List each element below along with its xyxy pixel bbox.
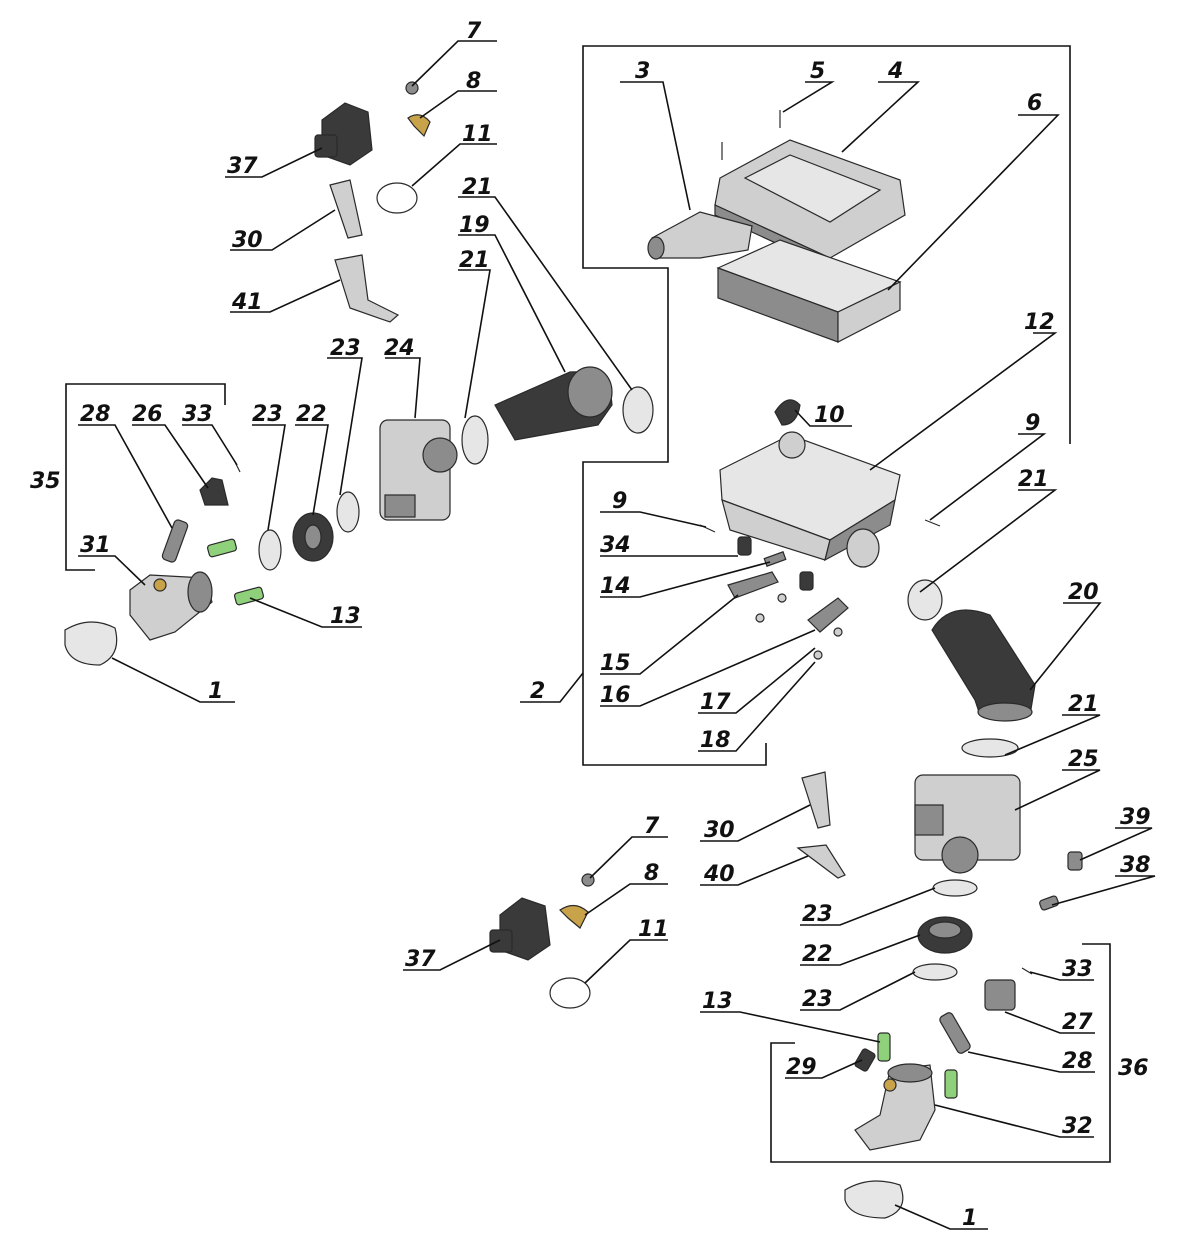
label-35: 35 [30, 469, 61, 494]
label-34: 34 [600, 533, 631, 558]
label-12: 12 [1024, 310, 1055, 335]
label-5: 5 [810, 59, 825, 84]
sensor-rear [489, 897, 551, 961]
label-7-lower: 7 [644, 814, 660, 839]
fuel-injectors [161, 519, 971, 1054]
air-box-cover [714, 110, 906, 269]
label-24: 24 [384, 336, 415, 361]
label-9-left: 9 [612, 489, 627, 514]
label-11-top: 11 [462, 122, 493, 147]
label-21-c: 21 [1018, 467, 1049, 492]
label-9-right: 9 [1025, 411, 1040, 436]
label-37-lower: 37 [405, 947, 436, 972]
throttle-body-front [379, 419, 458, 521]
label-27: 27 [1062, 1010, 1093, 1035]
label-10: 10 [814, 403, 845, 428]
label-21-b: 21 [459, 248, 490, 273]
label-19: 19 [459, 213, 490, 238]
studs [206, 538, 958, 1099]
rubber-couplers [292, 512, 973, 954]
label-30-top: 30 [232, 228, 263, 253]
label-14: 14 [600, 574, 631, 599]
mounting-plates [329, 179, 846, 879]
label-37-top: 37 [227, 154, 258, 179]
label-6: 6 [1027, 91, 1042, 116]
label-22-lower: 22 [802, 942, 833, 967]
label-11-lower: 11 [638, 917, 669, 942]
label-1-upper: 1 [208, 679, 223, 704]
label-41: 41 [231, 290, 263, 315]
label-4: 4 [887, 59, 903, 84]
label-40: 40 [703, 862, 735, 887]
label-31: 31 [80, 533, 111, 558]
throttle-body-rear [914, 774, 1021, 874]
label-13-lower: 13 [702, 989, 733, 1014]
label-28-upper: 28 [80, 402, 111, 427]
intake-boot-upper [494, 366, 613, 441]
label-30-lower: 30 [704, 818, 735, 843]
label-25: 25 [1068, 747, 1099, 772]
label-21-a: 21 [462, 175, 493, 200]
intake-snorkel [647, 211, 753, 260]
label-20: 20 [1068, 580, 1099, 605]
label-15: 15 [600, 651, 631, 676]
label-17: 17 [700, 690, 731, 715]
intake-manifold-rear [854, 1063, 936, 1151]
part-labels: 7 8 11 37 30 41 21 19 21 23 24 3 5 4 6 1… [30, 19, 1151, 1231]
label-22-upper: 22 [296, 402, 327, 427]
label-23-upper: 23 [252, 402, 283, 427]
label-36: 36 [1118, 1056, 1149, 1081]
leader-lines [78, 40, 1156, 1230]
intake-boot-lower [931, 609, 1036, 722]
label-28-lower: 28 [1062, 1049, 1093, 1074]
label-7-top: 7 [466, 19, 482, 44]
label-8-lower: 8 [644, 861, 659, 886]
label-16: 16 [600, 683, 631, 708]
group-2-bracket [582, 45, 1071, 766]
sensors-misc [199, 461, 1083, 1072]
gaskets [64, 621, 904, 1219]
label-32: 32 [1062, 1114, 1093, 1139]
label-33-upper: 33 [182, 402, 213, 427]
label-18: 18 [700, 728, 731, 753]
label-2: 2 [530, 679, 545, 704]
label-13-upper: 13 [330, 604, 361, 629]
hose-clamps [258, 386, 1019, 981]
label-23-a: 23 [330, 336, 361, 361]
label-21-d: 21 [1068, 692, 1099, 717]
sensor-front [314, 102, 373, 166]
label-1-lower: 1 [962, 1206, 977, 1231]
label-38: 38 [1120, 853, 1151, 878]
label-39: 39 [1120, 805, 1151, 830]
air-filter-element [716, 239, 902, 343]
label-29: 29 [786, 1055, 817, 1080]
group-36-bracket [770, 943, 1111, 1163]
label-3: 3 [635, 59, 650, 84]
label-23-lower-b: 23 [802, 987, 833, 1012]
group-35-bracket [65, 383, 226, 571]
rubber-mounts [737, 536, 814, 591]
label-33-lower: 33 [1062, 957, 1093, 982]
label-23-lower-a: 23 [802, 902, 833, 927]
label-26: 26 [132, 402, 163, 427]
grommet [774, 399, 801, 426]
intake-manifold-front [129, 571, 213, 641]
air-box-housing [719, 431, 901, 568]
label-8-top: 8 [466, 69, 481, 94]
